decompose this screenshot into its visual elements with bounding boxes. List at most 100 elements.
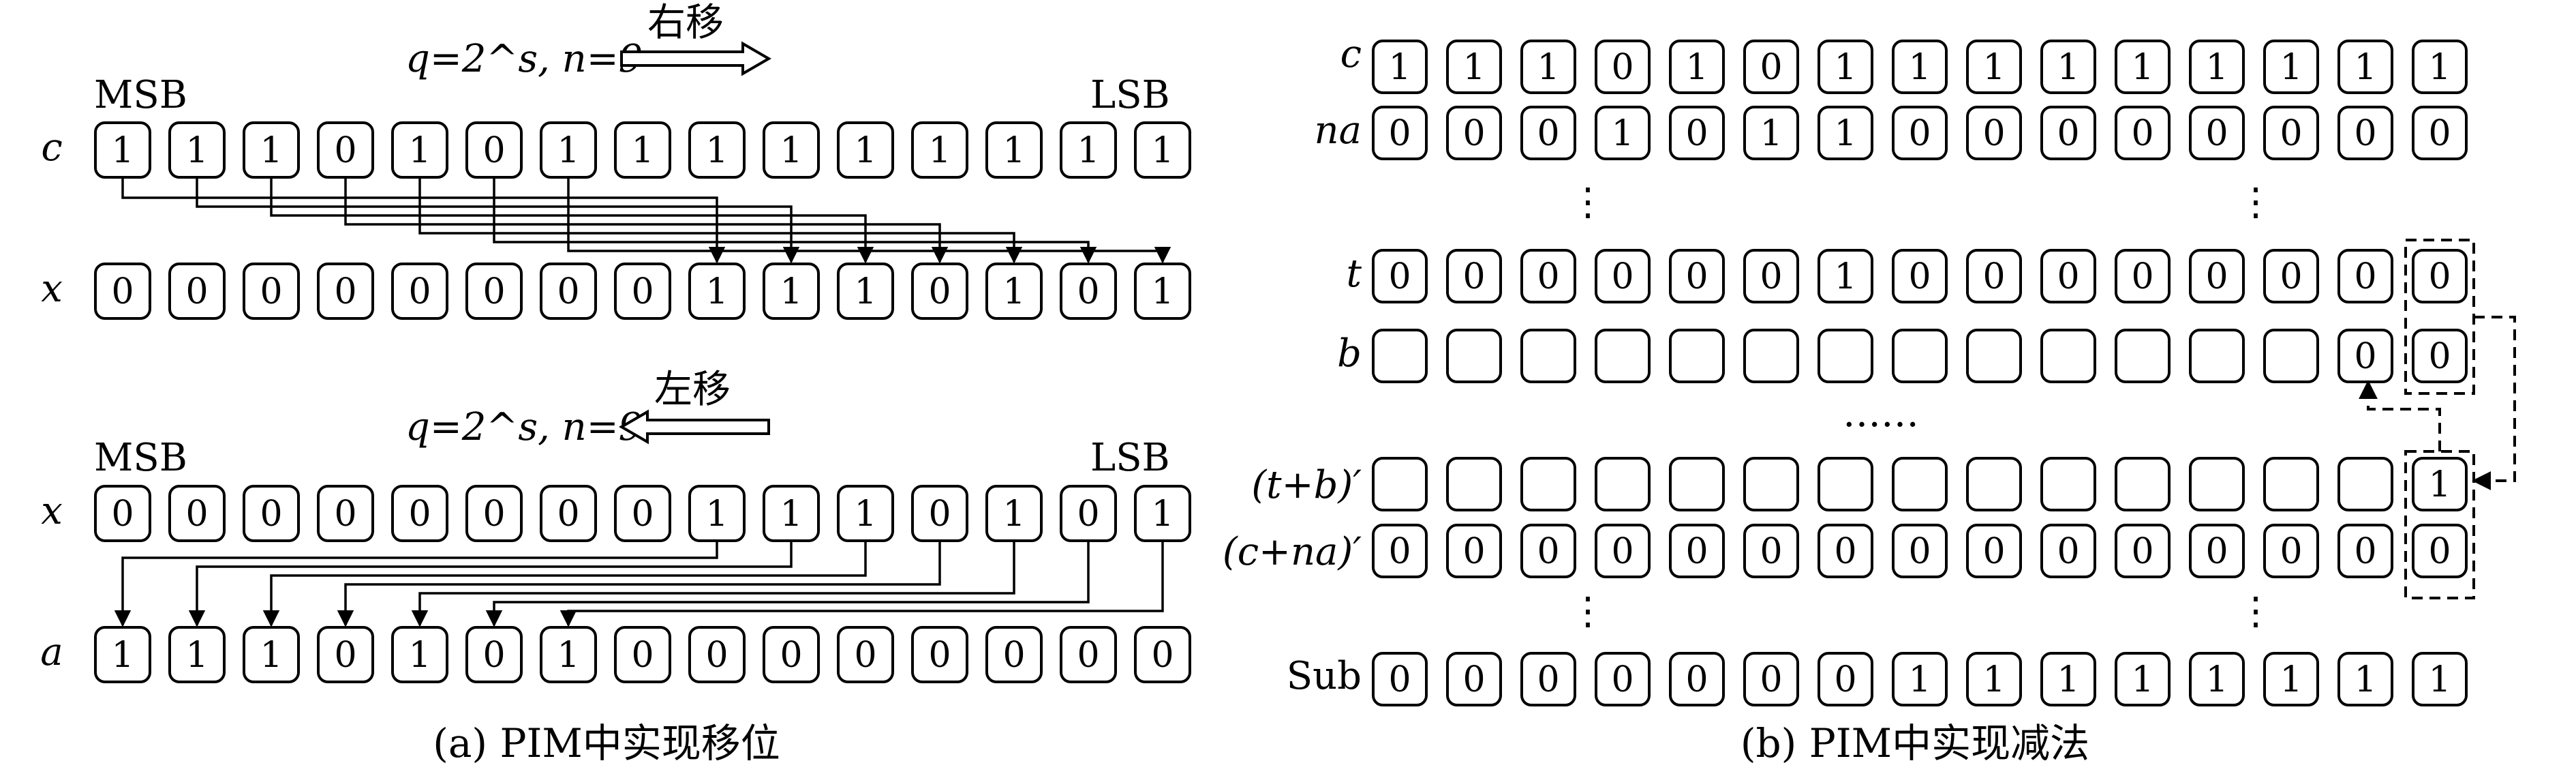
bit-value: 1 <box>1388 47 1411 88</box>
bit-cell <box>1446 524 1502 578</box>
bit-value: 0 <box>185 494 208 535</box>
bit-cell <box>168 485 226 542</box>
bit-cell <box>2412 106 2468 160</box>
bit-value: 0 <box>1834 531 1856 572</box>
bit-cell <box>2115 524 2171 578</box>
bit-cell <box>1818 524 1873 578</box>
bit-value: 0 <box>1685 659 1708 700</box>
bit-cell <box>2040 652 2096 706</box>
bit-cell <box>763 263 820 320</box>
bit-value: 0 <box>2354 256 2376 297</box>
bit-cell <box>1818 329 1873 383</box>
bit-cell <box>837 263 894 320</box>
bit-cell <box>985 626 1043 683</box>
bit-value: 1 <box>854 494 876 535</box>
bit-value: 1 <box>2131 659 2153 700</box>
bit-cell <box>1372 106 1428 160</box>
bit-cell <box>1743 249 1799 303</box>
msb-label: MSB <box>94 436 187 480</box>
bit-cell <box>2115 457 2171 511</box>
bit-value: 0 <box>2428 256 2451 297</box>
bit-cell <box>837 485 894 542</box>
bit-value: 0 <box>2205 256 2228 297</box>
bit-cell <box>1669 457 1725 511</box>
bit-cell <box>985 121 1043 179</box>
bit-value: 1 <box>557 130 579 171</box>
shift-wire <box>114 541 718 627</box>
bit-cell <box>391 121 448 179</box>
bit-value: 1 <box>2205 659 2228 700</box>
bit-value: 0 <box>631 494 654 535</box>
bit-cell <box>688 485 746 542</box>
vdots-right-1: ⋮ <box>2237 180 2275 224</box>
bit-value: 1 <box>2354 659 2376 700</box>
bit-value: 0 <box>1611 47 1634 88</box>
bit-cell <box>1892 40 1948 94</box>
bit-cell <box>465 485 523 542</box>
bit-cell <box>1966 106 2022 160</box>
bit-cell <box>1818 652 1873 706</box>
bit-value: 1 <box>1760 113 1782 154</box>
bit-cell <box>2337 106 2393 160</box>
bit-cell <box>2412 457 2468 511</box>
bit-cell <box>94 263 151 320</box>
bit-cell <box>94 626 151 683</box>
bit-value: 1 <box>408 130 431 171</box>
bit-cell <box>1595 524 1651 578</box>
bit-cell <box>2115 249 2171 303</box>
bit-cell <box>1966 329 2022 383</box>
bit-value: 0 <box>1760 47 1782 88</box>
bit-cell <box>1446 457 1502 511</box>
bit-value: 1 <box>1537 47 1559 88</box>
bit-cell <box>1595 106 1651 160</box>
bit-value: 0 <box>482 635 505 676</box>
bit-cell <box>1520 524 1576 578</box>
bit-value: 0 <box>2428 531 2451 572</box>
bit-cell <box>2412 329 2468 383</box>
bit-value: 1 <box>2205 47 2228 88</box>
bit-cell <box>540 121 597 179</box>
bit-cell <box>2263 40 2319 94</box>
bit-cell <box>763 121 820 179</box>
bit-value: 1 <box>2428 464 2451 505</box>
bit-cell <box>2263 106 2319 160</box>
carry-highlight-boxes <box>2359 239 2516 599</box>
bit-value: 1 <box>1685 47 1708 88</box>
bit-cell <box>1595 249 1651 303</box>
bit-value: 1 <box>1151 130 1174 171</box>
bit-cell <box>1372 329 1428 383</box>
bit-cell <box>317 263 374 320</box>
bit-cell <box>1520 249 1576 303</box>
bit-value: 1 <box>1611 113 1634 154</box>
bit-cell <box>911 626 968 683</box>
bit-value: 0 <box>1462 531 1485 572</box>
bit-value: 0 <box>631 271 654 312</box>
bit-value: 1 <box>780 494 802 535</box>
bit-value: 0 <box>111 271 134 312</box>
bit-cell <box>2412 652 2468 706</box>
bit-cell <box>2263 652 2319 706</box>
bit-value: 1 <box>2131 47 2153 88</box>
bit-cell <box>168 263 226 320</box>
bit-cell <box>2040 40 2096 94</box>
bit-cell <box>1060 485 1117 542</box>
bit-cell <box>1966 652 2022 706</box>
bit-cell <box>2337 524 2393 578</box>
bit-cell <box>1520 106 1576 160</box>
bit-cell <box>614 263 671 320</box>
bit-value: 1 <box>185 130 208 171</box>
bit-value: 1 <box>780 271 802 312</box>
bit-value: 1 <box>1151 494 1174 535</box>
bit-cell <box>1134 485 1191 542</box>
bit-cell <box>1743 106 1799 160</box>
bit-cell <box>2040 524 2096 578</box>
bit-value: 1 <box>2057 659 2079 700</box>
panel-b-subtraction: c na t b (t+b)′ (c+na)′ Sub ⋮ ⋮ …… ⋮ ⋮ 1… <box>1223 32 2516 706</box>
direction-label: 右移 <box>647 1 724 45</box>
bit-value: 1 <box>2428 659 2451 700</box>
row-label-c: c <box>41 125 62 170</box>
